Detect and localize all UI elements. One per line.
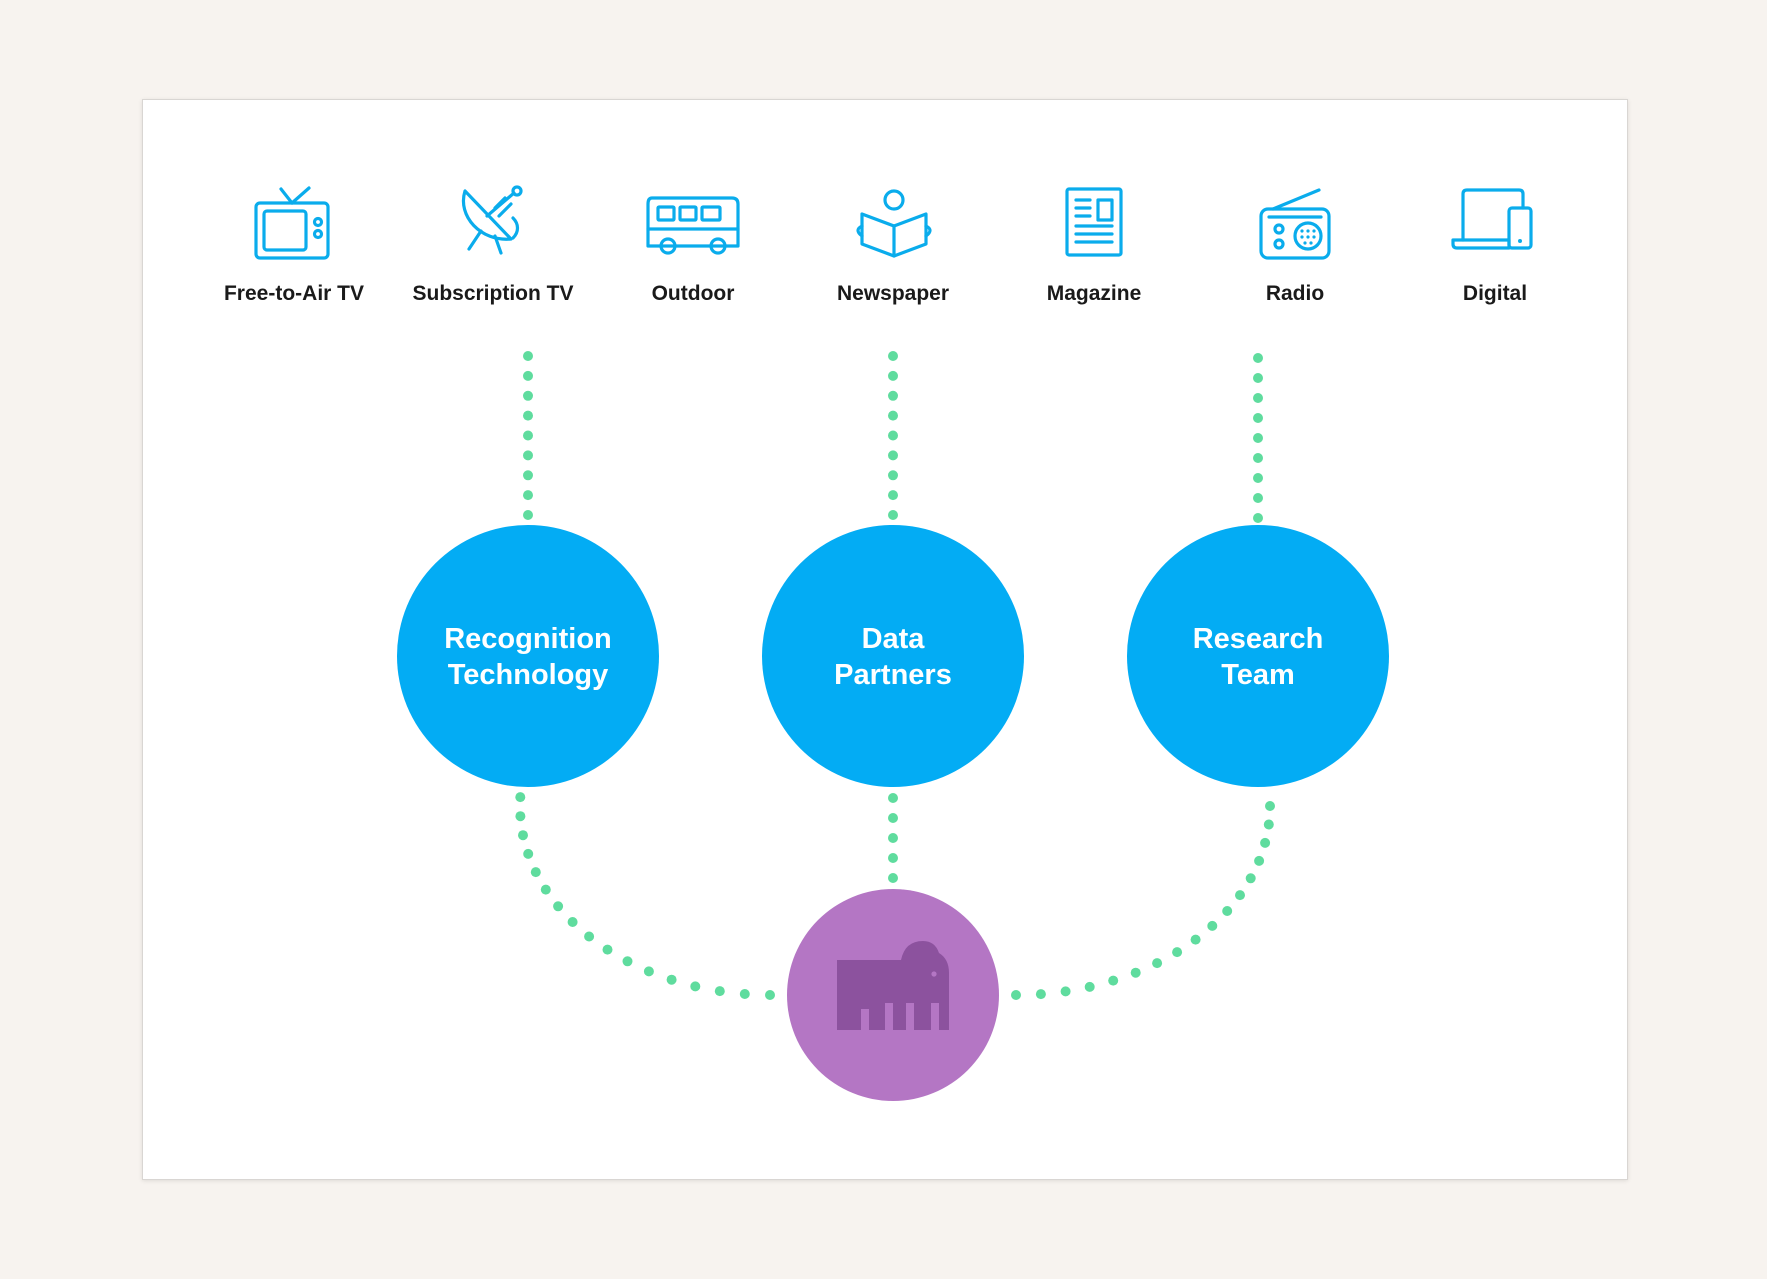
connector-dot [530, 867, 541, 878]
connector-dot [1235, 890, 1245, 901]
media-label-newspaper: Newspaper [837, 282, 949, 305]
connector-dot [1130, 967, 1141, 978]
connector-dot [1253, 433, 1263, 443]
source-circle [762, 525, 1024, 787]
connector-dot [888, 370, 898, 381]
connector-dot [1060, 986, 1071, 997]
media-label-digital: Digital [1463, 282, 1527, 305]
connector-dot [888, 390, 898, 401]
connector-dot [1253, 393, 1263, 403]
devices-icon [1451, 188, 1533, 250]
connector-dot [515, 811, 526, 822]
source-label-line2: Team [1221, 659, 1295, 691]
connector-dot [1253, 453, 1263, 463]
media-label-radio: Radio [1266, 282, 1324, 305]
connector-dot [888, 873, 898, 883]
source-node-recognition-technology: Recognition Technology [397, 525, 659, 787]
connector-dot [888, 490, 898, 501]
connector-dot [888, 430, 898, 441]
hub-node [787, 889, 999, 1101]
source-circle [397, 525, 659, 787]
connector-dot [523, 351, 533, 361]
connector-dot [1108, 975, 1119, 986]
connector-dot [714, 986, 725, 997]
connector-dot [567, 917, 578, 927]
connector-dot [1253, 473, 1263, 483]
connector-dot [888, 853, 898, 863]
connector-dot [1263, 819, 1274, 830]
connector-dot [888, 793, 898, 803]
connector-dot [888, 450, 898, 461]
connector-dot [1011, 990, 1021, 1000]
source-node-data-partners: Data Partners [762, 525, 1024, 787]
connector-dot [666, 974, 677, 985]
connector-dot [523, 410, 533, 421]
connector-dot [1152, 958, 1163, 969]
connector-dot [1253, 353, 1263, 363]
tv-icon [254, 186, 330, 260]
source-label-line1: Research [1193, 623, 1324, 655]
media-label-free-to-air-tv: Free-to-Air TV [224, 282, 364, 305]
source-label-line1: Recognition [444, 623, 612, 655]
media-label-magazine: Magazine [1047, 282, 1142, 305]
connector-dot [1253, 413, 1263, 423]
source-label-line1: Data [862, 623, 926, 655]
dotted-connectors [515, 351, 1275, 1000]
source-circle [1127, 525, 1389, 787]
connector-dot [1207, 920, 1218, 931]
connector-dot [540, 884, 551, 895]
connector-dot [584, 931, 595, 942]
connector-dot [1222, 906, 1233, 916]
connector-dot [888, 813, 898, 823]
connector-dot [1253, 373, 1263, 383]
connector-dot [888, 833, 898, 843]
connector-dot [643, 966, 654, 977]
connector-dot [622, 956, 633, 967]
radio-icon [1259, 188, 1331, 260]
connector-dot [739, 989, 750, 999]
connector-dot [1253, 493, 1263, 503]
connector-dot [1253, 513, 1263, 523]
connector-dot [523, 390, 533, 401]
connector-dot [518, 830, 528, 841]
connector-dot [888, 510, 898, 520]
connector-dot [523, 450, 533, 461]
source-node-research-team: Research Team [1127, 525, 1389, 787]
connector-dot [523, 848, 534, 859]
connector-dot [1245, 873, 1256, 884]
media-label-subscription-tv: Subscription TV [412, 282, 573, 305]
connector-dot [553, 901, 564, 912]
connector-dot [523, 510, 533, 520]
connector-dot [765, 990, 775, 1000]
connector-dot [523, 370, 533, 381]
connector-dot [690, 981, 701, 992]
connector-dot [602, 944, 613, 955]
connector-dot [1172, 947, 1183, 958]
connector-dot [523, 470, 533, 481]
connector-dot [1035, 989, 1046, 1000]
bus-icon [646, 196, 740, 255]
connector-dot [515, 792, 526, 803]
connector-dot [1260, 837, 1271, 848]
media-label-outdoor: Outdoor [652, 282, 735, 305]
satellite-dish-icon [461, 185, 523, 255]
connector-dot [523, 430, 533, 441]
connector-dot [1254, 855, 1265, 866]
connector-dot [888, 470, 898, 481]
source-label-line2: Partners [834, 659, 952, 691]
magazine-icon [1065, 187, 1123, 257]
reader-icon [856, 189, 932, 258]
connector-dot [523, 490, 533, 501]
source-label-line2: Technology [448, 659, 609, 691]
connector-dot [1190, 934, 1201, 945]
connector-dot [1084, 981, 1095, 992]
connector-dot [1265, 801, 1275, 811]
connector-dot [888, 410, 898, 421]
elephant-icon [837, 941, 949, 1030]
connector-dot [888, 351, 898, 361]
